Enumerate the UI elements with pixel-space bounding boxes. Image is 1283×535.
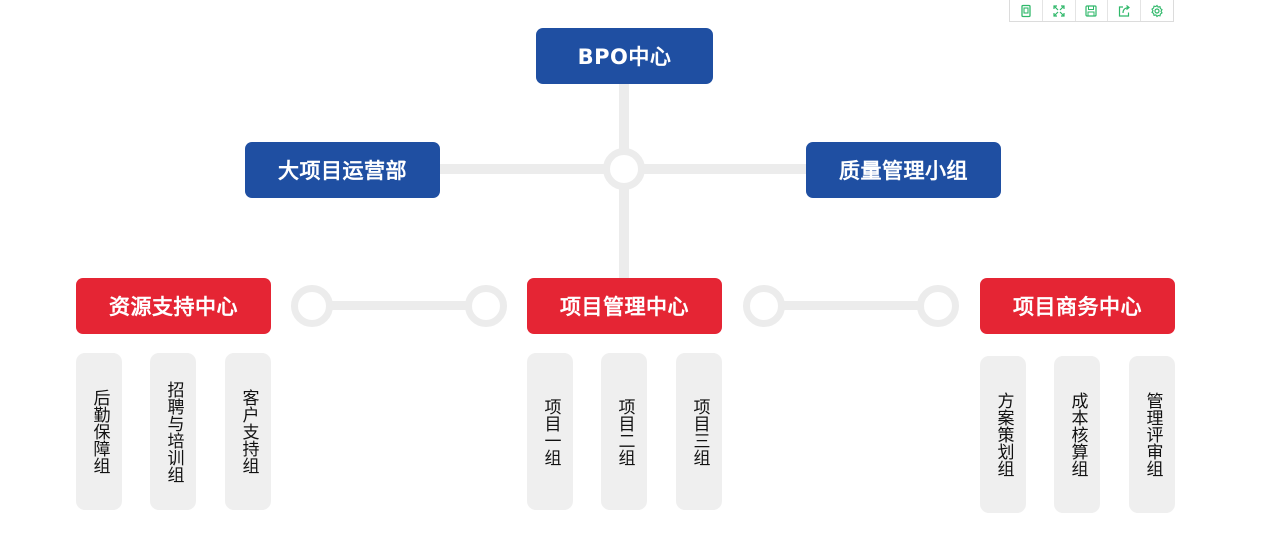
level2-label: 项目管理中心	[560, 295, 689, 319]
level2-node-resource: 资源支持中心	[76, 278, 271, 334]
leaf-label: 成本核算组	[1067, 392, 1088, 477]
leaf-label: 方案策划组	[993, 392, 1014, 477]
level1-left-label: 大项目运营部	[278, 159, 407, 183]
root-node-label: BPO中心	[577, 45, 672, 69]
connector-junction-ring	[603, 148, 645, 190]
leaf-node: 方案策划组	[980, 356, 1026, 513]
leaf-label: 项目二组	[614, 397, 635, 466]
leaf-label: 管理评审组	[1142, 392, 1163, 477]
leaf-label: 项目三组	[689, 397, 710, 466]
leaf-node: 管理评审组	[1129, 356, 1175, 513]
share-icon[interactable]	[1108, 0, 1142, 21]
leaf-node: 项目二组	[601, 353, 647, 510]
leaf-node: 后勤保障组	[76, 353, 122, 510]
level1-right-label: 质量管理小组	[839, 159, 968, 183]
leaf-node: 项目三组	[676, 353, 722, 510]
level2-label: 资源支持中心	[109, 295, 238, 319]
settings-icon[interactable]	[1141, 0, 1173, 21]
connector-left-ring-a	[291, 285, 333, 327]
root-node: BPO中心	[536, 28, 713, 84]
level2-label: 项目商务中心	[1013, 295, 1142, 319]
connector-right-ring-a	[743, 285, 785, 327]
leaf-node: 项目一组	[527, 353, 573, 510]
leaf-label: 项目一组	[540, 397, 561, 466]
connector-right-horizontal	[764, 301, 938, 310]
level1-left-node: 大项目运营部	[245, 142, 440, 198]
leaf-node: 成本核算组	[1054, 356, 1100, 513]
leaf-node: 招聘与培训组	[150, 353, 196, 510]
leaf-label: 后勤保障组	[89, 389, 110, 474]
level1-right-node: 质量管理小组	[806, 142, 1001, 198]
connector-left-horizontal	[312, 301, 486, 310]
toolbar	[1009, 0, 1174, 22]
leaf-label: 客户支持组	[238, 389, 259, 474]
save-icon[interactable]	[1076, 0, 1109, 21]
connector-left-ring-b	[465, 285, 507, 327]
clipboard-icon[interactable]	[1010, 0, 1043, 21]
fullscreen-icon[interactable]	[1043, 0, 1076, 21]
leaf-node: 客户支持组	[225, 353, 271, 510]
connector-right-ring-b	[917, 285, 959, 327]
level2-node-business: 项目商务中心	[980, 278, 1175, 334]
leaf-label: 招聘与培训组	[163, 380, 184, 483]
level2-node-project: 项目管理中心	[527, 278, 722, 334]
